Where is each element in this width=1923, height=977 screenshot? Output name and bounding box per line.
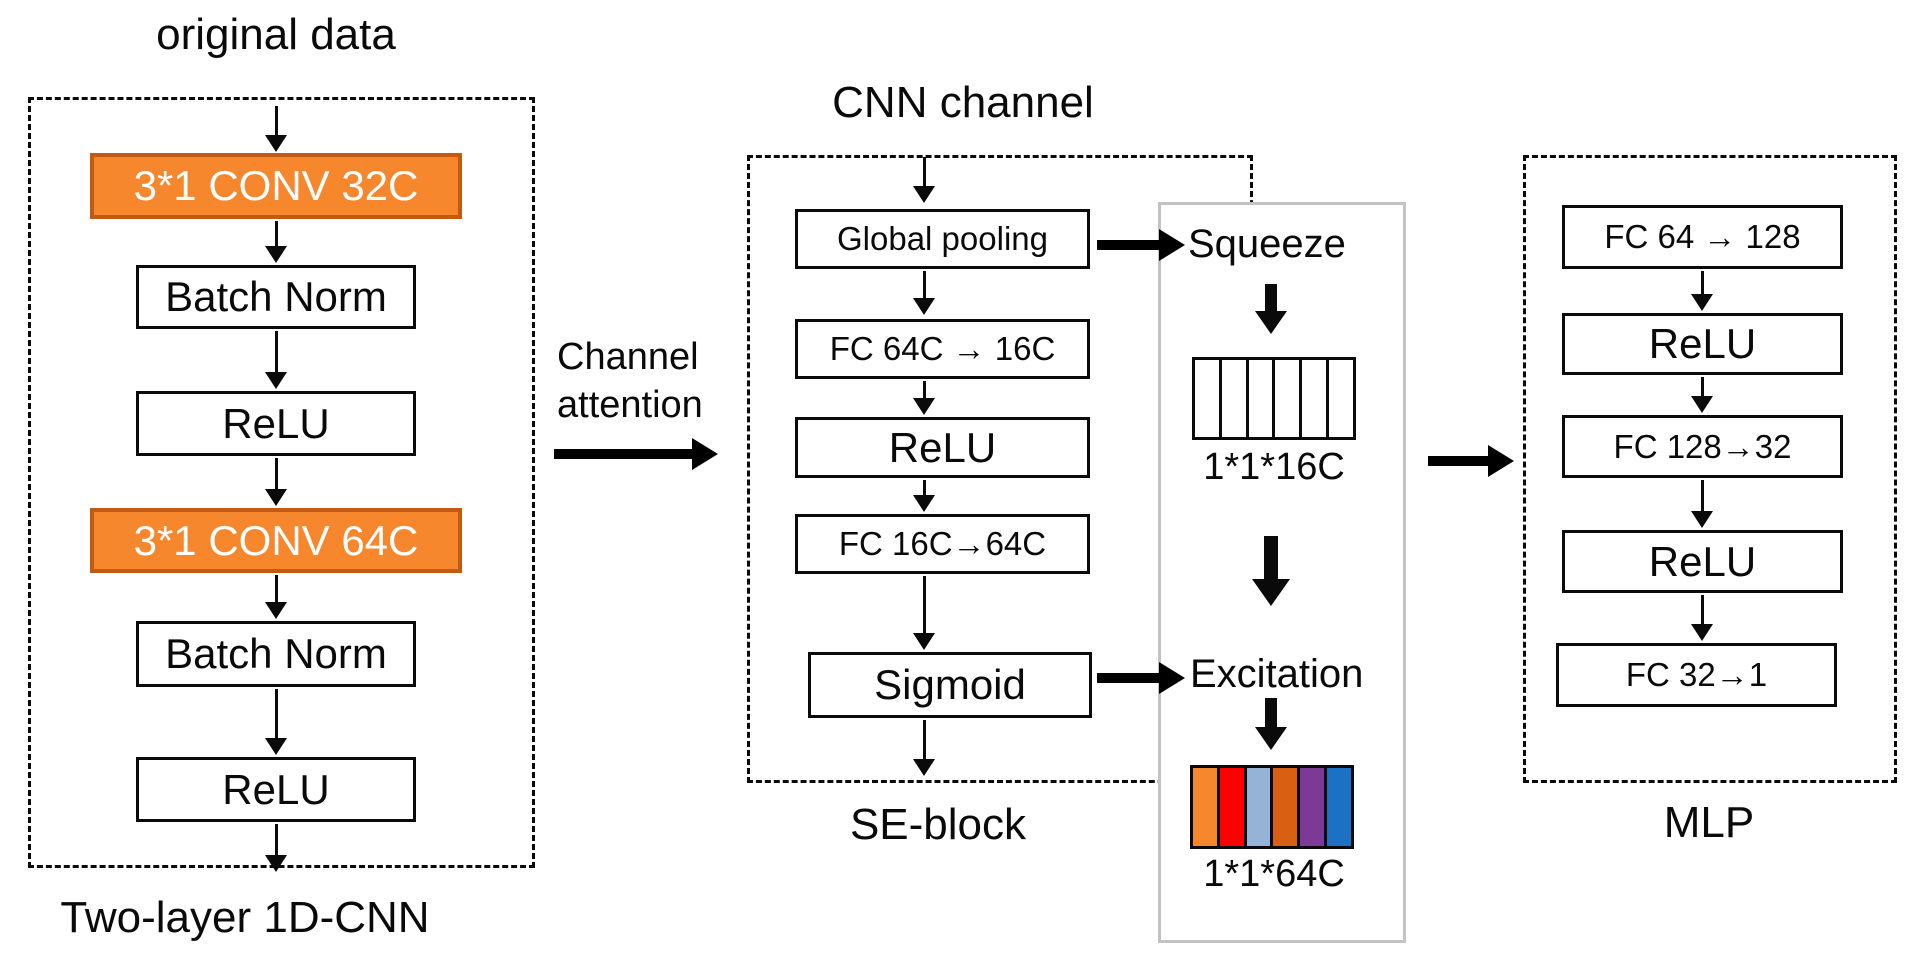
mlp-dashed-box <box>1523 155 1897 783</box>
global-pooling-box: Global pooling <box>795 209 1090 269</box>
mlp-relu-2-box: ReLU <box>1562 530 1843 593</box>
se-block-caption: SE-block <box>849 800 1027 849</box>
arrow-conv32-to-batchnorm1 <box>263 221 289 263</box>
excitation-label: Excitation <box>1190 652 1364 696</box>
arrow-conv64-to-batchnorm2 <box>263 575 289 619</box>
arrow-relu-to-fc-expand <box>911 480 937 512</box>
squeeze-tensor-strip <box>1192 357 1356 440</box>
relu-1-box: ReLU <box>136 391 416 456</box>
arrow-channel-attention <box>554 438 718 470</box>
conv-64c-box: 3*1 CONV 64C <box>90 508 462 573</box>
fc-64-128-box: FC 64 → 128 <box>1562 205 1843 269</box>
excitation-tensor-label: 1*1*64C <box>1203 853 1345 895</box>
mlp-relu-1-box: ReLU <box>1562 313 1843 375</box>
excitation-tensor-strip <box>1190 765 1354 849</box>
mlp-caption: MLP <box>1663 798 1755 847</box>
cnn-channel-title: CNN channel <box>832 78 1094 127</box>
arrow-sigmoid-to-excitation <box>1097 662 1185 694</box>
arrow-se-block-output <box>911 720 937 776</box>
channel-attention-line2: attention <box>557 383 703 426</box>
arrow-pooling-to-fc-reduce <box>911 271 937 315</box>
arrow-relu1-to-conv64 <box>263 458 289 506</box>
squeeze-label: Squeeze <box>1188 222 1346 266</box>
arrow-relu1-to-fc2 <box>1689 377 1715 413</box>
arrow-batchnorm2-to-relu2 <box>263 689 289 755</box>
arrow-squeeze-to-tensor <box>1254 284 1288 334</box>
arrow-fc-expand-to-sigmoid <box>911 576 937 650</box>
arrow-fc2-to-relu2 <box>1689 480 1715 528</box>
arrow-excitation-to-tensor <box>1254 698 1288 750</box>
fc-32-1-box: FC 32→1 <box>1556 643 1837 707</box>
se-relu-box: ReLU <box>795 417 1090 478</box>
original-data-title: original data <box>156 10 396 59</box>
arrow-cnn-output <box>263 824 289 872</box>
channel-attention-label: Channel attention <box>557 334 737 429</box>
fc-128-32-box: FC 128→32 <box>1562 415 1843 478</box>
squeeze-tensor-label: 1*1*16C <box>1203 446 1345 488</box>
arrow-into-global-pooling <box>911 157 937 203</box>
conv-32c-box: 3*1 CONV 32C <box>90 153 462 219</box>
arrow-to-mlp <box>1428 445 1514 477</box>
arrow-pooling-to-squeeze <box>1097 229 1185 261</box>
fc-16c-64c-box: FC 16C→64C <box>795 514 1090 574</box>
two-layer-cnn-caption: Two-layer 1D-CNN <box>60 893 430 942</box>
relu-2-box: ReLU <box>136 757 416 822</box>
arrow-input-to-conv32 <box>263 106 289 152</box>
sigmoid-box: Sigmoid <box>808 652 1092 718</box>
arrow-fc1-to-relu1 <box>1689 271 1715 311</box>
fc-64c-16c-box: FC 64C → 16C <box>795 319 1090 379</box>
arrow-fc-reduce-to-relu <box>911 381 937 415</box>
channel-attention-line1: Channel <box>557 336 699 378</box>
arrow-tensor-to-excitation <box>1252 536 1290 606</box>
batch-norm-2-box: Batch Norm <box>136 621 416 687</box>
arrow-relu2-to-fc3 <box>1689 595 1715 641</box>
arrow-batchnorm1-to-relu1 <box>263 331 289 389</box>
batch-norm-1-box: Batch Norm <box>136 265 416 329</box>
